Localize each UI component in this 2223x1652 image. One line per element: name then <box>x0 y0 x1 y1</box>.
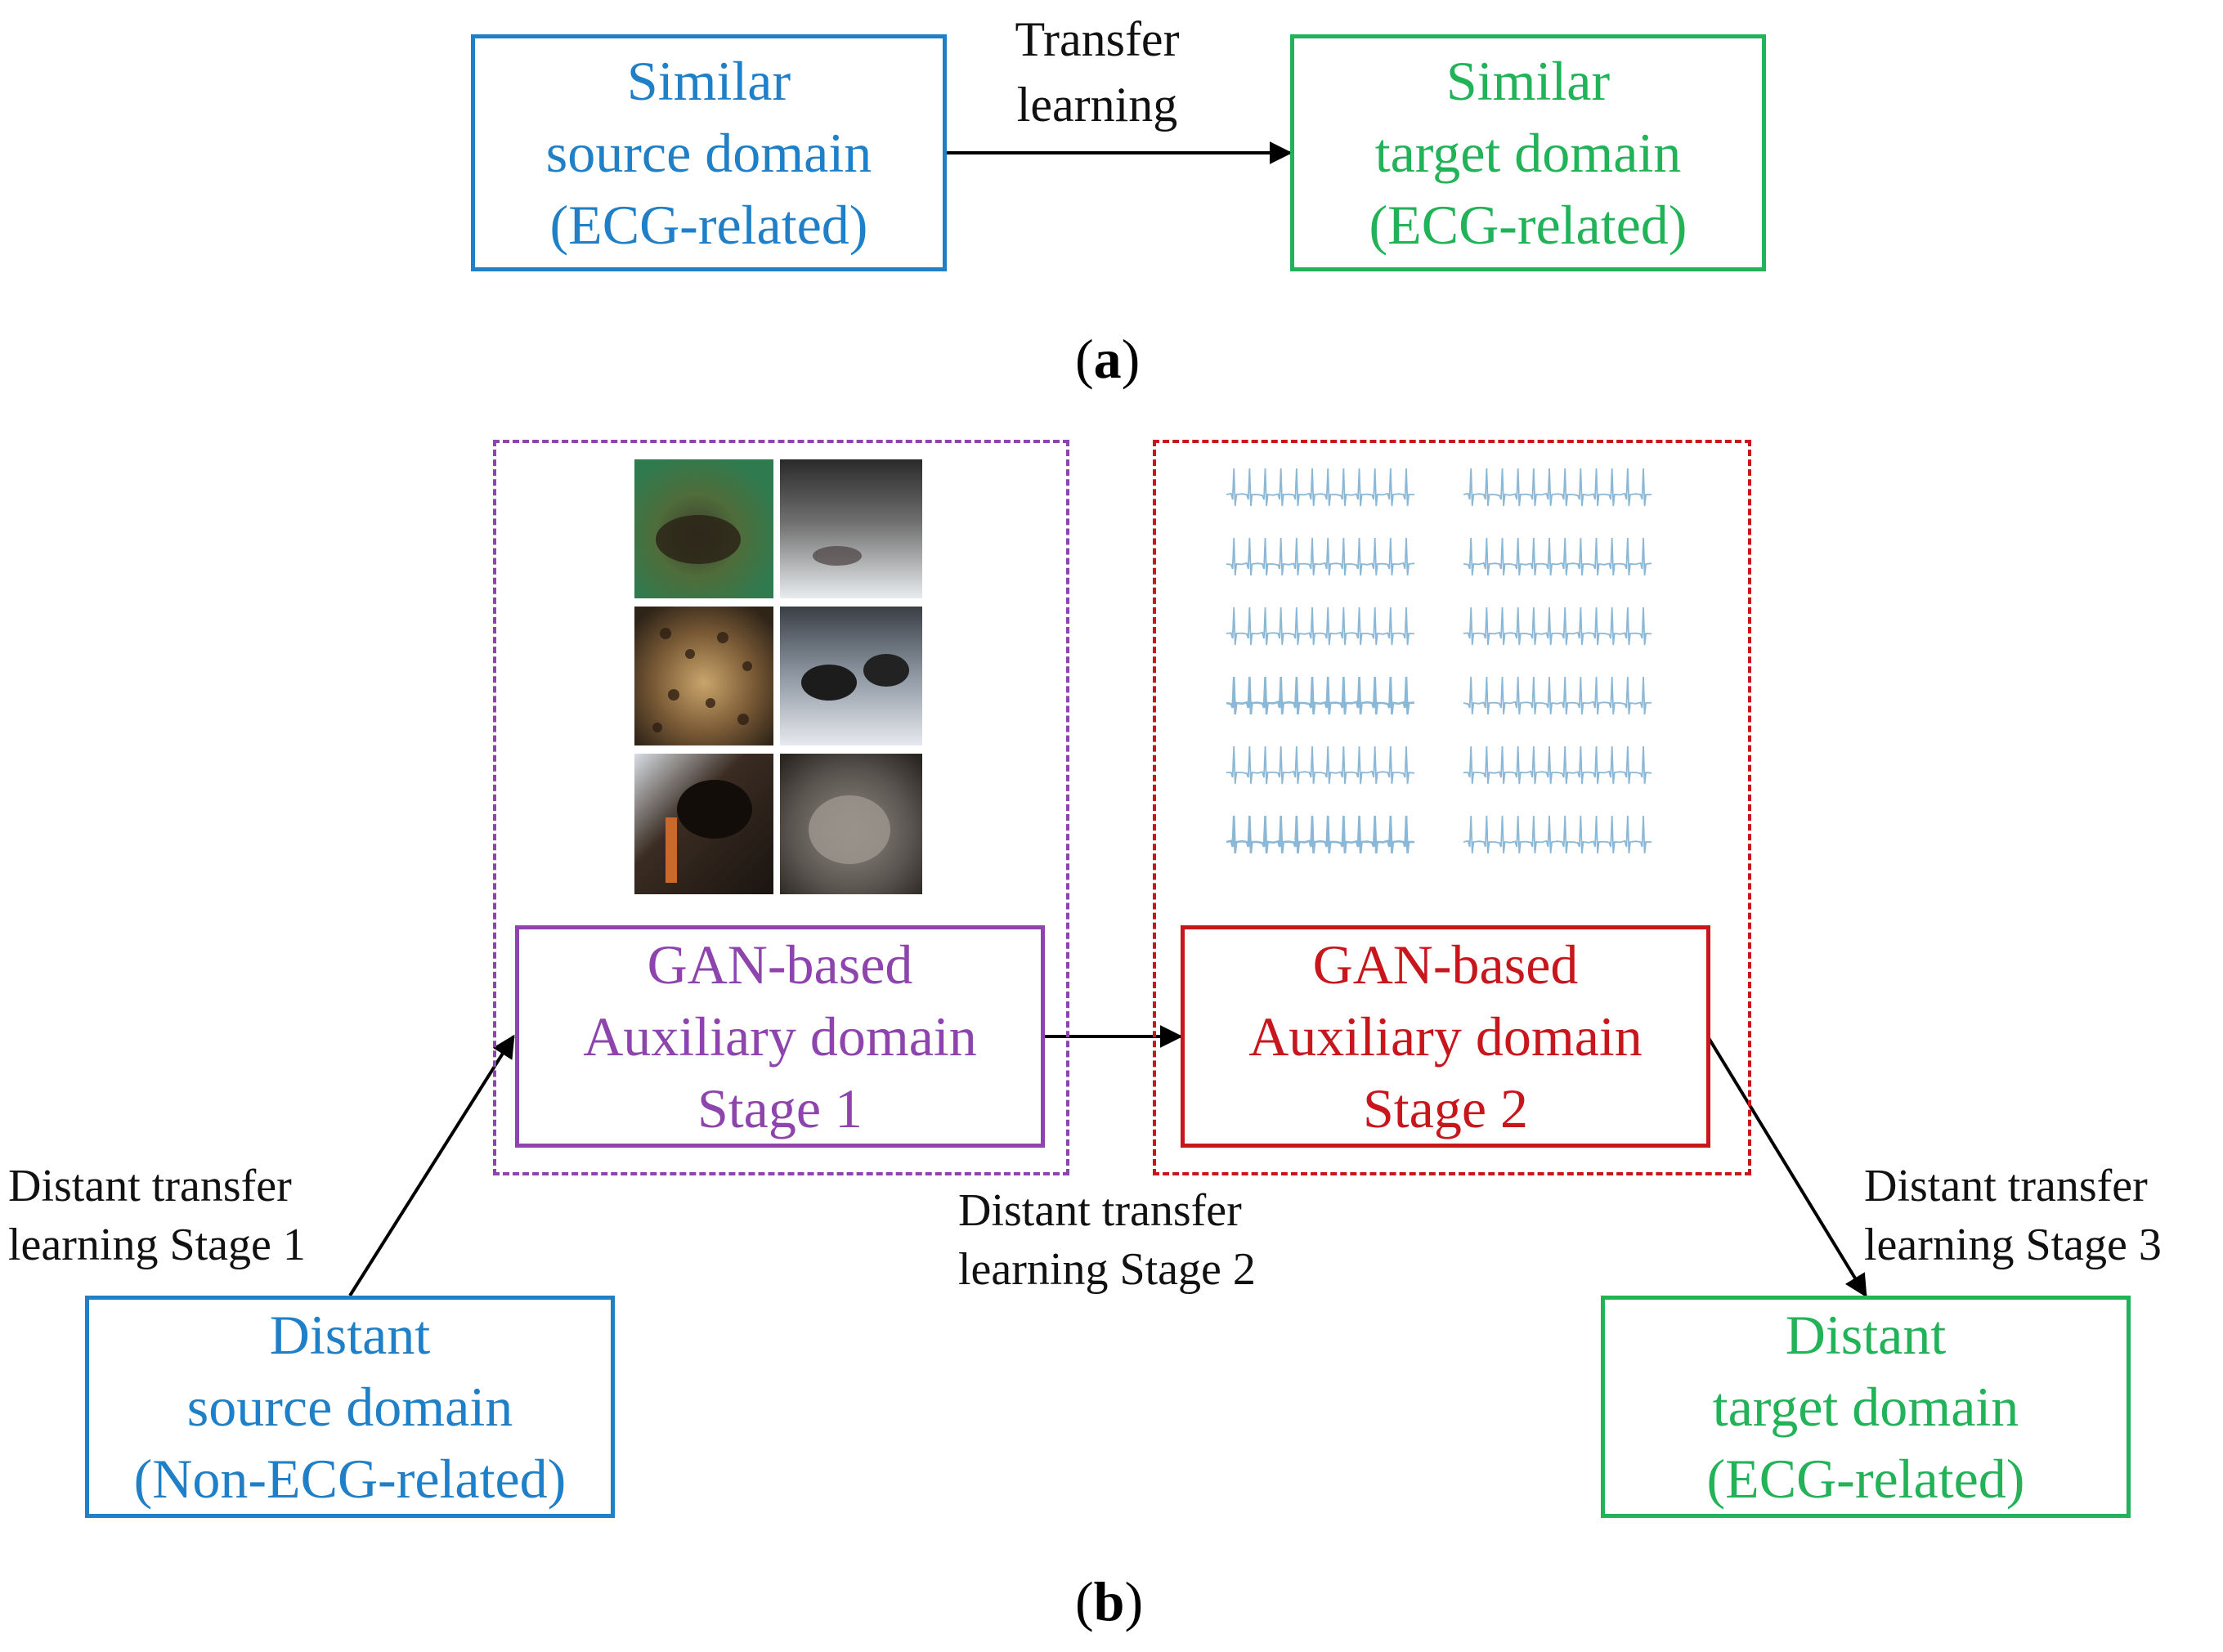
caption-paren: ( <box>1075 1570 1094 1632</box>
box-line: source domain <box>545 122 872 184</box>
stage3-arrow <box>1707 1036 1867 1298</box>
ecg-trace <box>1463 676 1652 715</box>
box-line: GAN-based <box>647 933 913 996</box>
label-line: learning Stage 3 <box>1864 1220 2162 1270</box>
label-line: Distant transfer <box>1864 1161 2148 1211</box>
label-line: learning Stage 2 <box>958 1244 1256 1295</box>
stage3-transfer-label: Distant transfer learning Stage 3 <box>1864 1157 2162 1274</box>
leopard-photo <box>634 607 773 745</box>
box-line: (Non-ECG-related) <box>133 1448 567 1510</box>
caption-b: (b) <box>1075 1569 1143 1634</box>
ecg-trace <box>1226 676 1415 715</box>
caption-letter: b <box>1093 1570 1125 1632</box>
box-line: Stage 1 <box>697 1077 863 1139</box>
ecg-trace <box>1226 815 1414 854</box>
box-line: Auxiliary domain <box>1248 1005 1643 1068</box>
box-line: Auxiliary domain <box>583 1005 977 1068</box>
similar-target-domain-box: Similar target domain (ECG-related) <box>1290 34 1766 271</box>
ecg-trace <box>1463 607 1652 646</box>
box-line: source domain <box>186 1376 513 1438</box>
box-line: (ECG-related) <box>1369 194 1687 256</box>
distant-source-domain-box: Distant source domain (Non-ECG-related) <box>85 1296 615 1518</box>
box-line: target domain <box>1374 122 1682 184</box>
box-line: Distant <box>269 1304 431 1366</box>
ecg-trace <box>1226 537 1415 576</box>
stage1-auxiliary-domain-box: GAN-based Auxiliary domain Stage 1 <box>515 925 1045 1148</box>
stage1-arrow <box>348 1034 515 1297</box>
box-line: (ECG-related) <box>1706 1448 2025 1510</box>
label-line: learning <box>1016 78 1178 132</box>
box-line: Stage 2 <box>1362 1077 1529 1139</box>
label-line: Transfer <box>1015 12 1180 66</box>
stage2-transfer-label: Distant transfer learning Stage 2 <box>958 1181 1256 1299</box>
box-line: target domain <box>1712 1376 2019 1438</box>
box-line: (ECG-related) <box>549 194 868 256</box>
natural-image-grid <box>634 459 922 894</box>
ecg-trace <box>1226 468 1414 507</box>
caption-letter: a <box>1093 328 1122 390</box>
label-line: Distant transfer <box>958 1185 1242 1236</box>
caption-paren: ) <box>1121 328 1141 390</box>
ecg-trace <box>1226 745 1415 785</box>
label-line: Distant transfer <box>8 1161 292 1211</box>
ecg-trace <box>1463 745 1652 785</box>
ecg-trace <box>1463 815 1652 854</box>
ecg-trace <box>1226 607 1415 646</box>
caption-a: (a) <box>1075 327 1140 392</box>
caption-paren: ( <box>1075 328 1094 390</box>
ecg-trace <box>1463 537 1652 576</box>
similar-source-domain-box: Similar source domain (ECG-related) <box>471 34 947 271</box>
ecg-trace <box>1463 468 1652 507</box>
box-line: Similar <box>626 50 791 112</box>
snow-dogs-photo <box>780 459 922 598</box>
box-line: Similar <box>1445 50 1611 112</box>
box-line: Distant <box>1785 1304 1947 1366</box>
transfer-learning-label: Transfer learning <box>999 7 1195 137</box>
ecg-waveform-grid <box>1226 468 1652 854</box>
stage1-transfer-label: Distant transfer learning Stage 1 <box>8 1157 306 1274</box>
stage2-dashed-container <box>1153 440 1751 1175</box>
caption-paren: ) <box>1124 1570 1144 1632</box>
stage1-dashed-container <box>493 440 1069 1175</box>
box-line: GAN-based <box>1312 933 1579 996</box>
distant-target-domain-box: Distant target domain (ECG-related) <box>1601 1296 2131 1518</box>
label-line: learning Stage 1 <box>8 1220 306 1270</box>
stage2-auxiliary-domain-box: GAN-based Auxiliary domain Stage 2 <box>1181 925 1710 1148</box>
